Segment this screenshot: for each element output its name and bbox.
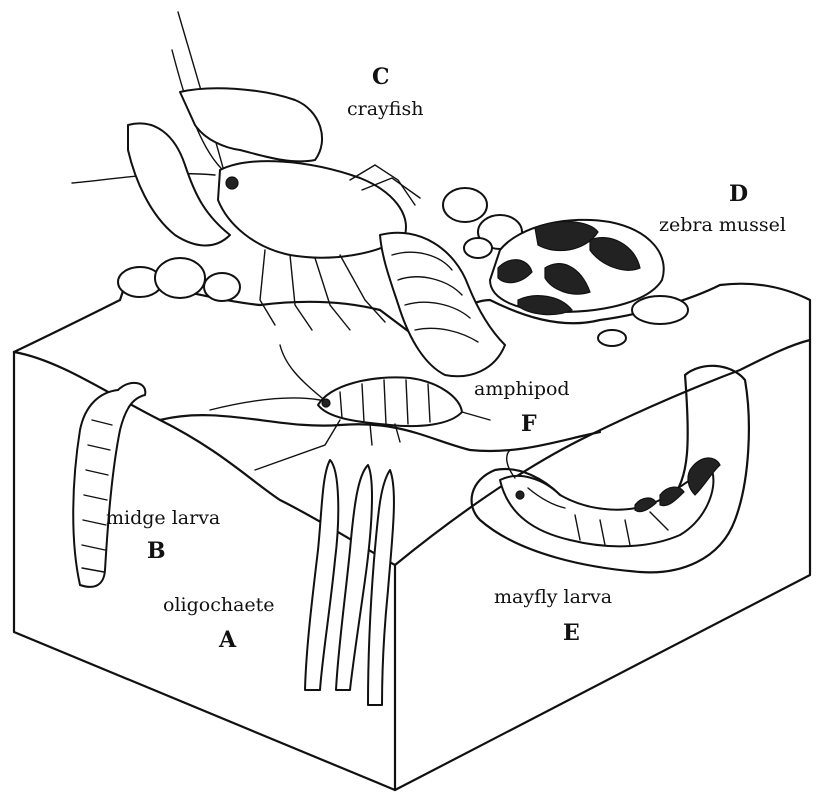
amphipod-body [318, 377, 462, 426]
amphipod-eye [322, 399, 330, 407]
zebra-mussel-name: zebra mussel [659, 216, 786, 235]
amphipod-letter: F [521, 413, 537, 435]
pebble [632, 296, 688, 324]
amphipod-name: amphipod [474, 380, 570, 399]
midge-larva-letter: B [147, 540, 166, 562]
crayfish-carapace [218, 161, 406, 257]
oligochaete-letter: A [219, 629, 236, 651]
oligochaete-worm [305, 460, 338, 690]
crayfish-claw [180, 88, 322, 161]
amphipod-antenna [210, 398, 320, 410]
pebble [464, 238, 492, 258]
pebble [155, 258, 205, 298]
midge-larva-drawing [73, 383, 145, 587]
pebble [443, 188, 487, 222]
crayfish-letter: C [372, 66, 390, 88]
crayfish-name: crayfish [347, 100, 423, 119]
pebble [204, 273, 240, 301]
midge-larva-body [73, 383, 145, 587]
sediment-block [14, 284, 810, 790]
mayfly-eye [516, 491, 524, 499]
crayfish-drawing [72, 12, 505, 376]
oligochaete-worm [336, 465, 372, 690]
pebble [598, 330, 626, 346]
midge-larva-name: midge larva [106, 509, 220, 528]
mayfly-larva-name: mayfly larva [494, 588, 612, 607]
mayfly-larva-letter: E [563, 622, 580, 644]
crayfish-eye [226, 177, 238, 189]
oligochaete-name: oligochaete [163, 596, 275, 615]
zebra-mussel-letter: D [729, 183, 748, 205]
amphipod-antenna [280, 345, 322, 398]
oligochaete-drawing [305, 460, 394, 705]
